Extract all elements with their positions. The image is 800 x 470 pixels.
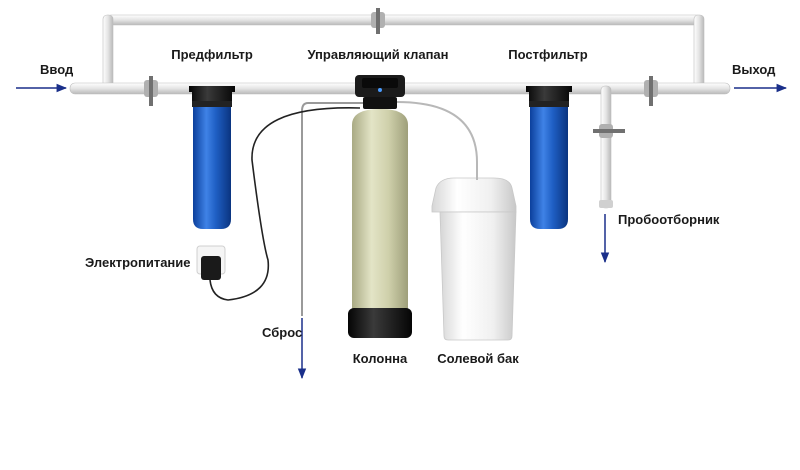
control-valve-label: Управляющий клапан [307,47,448,62]
outlet-valve[interactable] [644,76,658,106]
power-adapter [196,245,226,280]
prefilter-housing [189,86,235,229]
column-label: Колонна [353,351,408,366]
outlet-label: Выход [732,62,776,77]
postfilter-housing [526,86,572,229]
control-valve-head [355,75,405,109]
prefilter-label: Предфильтр [171,47,253,62]
sampler-valve[interactable] [593,124,625,138]
bypass-valve[interactable] [371,8,385,34]
brine-tank [431,177,517,341]
postfilter-label: Постфильтр [508,47,588,62]
power-label: Электропитание [85,255,191,270]
drain-label: Сброс [262,325,302,340]
resin-column [348,109,412,338]
bypass-pipe [102,14,705,94]
sampler-label: Пробоотборник [618,212,720,227]
brine-line [396,101,478,180]
brine-tank-label: Солевой бак [437,351,519,366]
inlet-valve[interactable] [144,76,158,106]
inlet-label: Ввод [40,62,74,77]
power-cable [209,107,361,301]
sampler-branch-pipe [599,85,613,209]
drain-line [301,102,363,316]
